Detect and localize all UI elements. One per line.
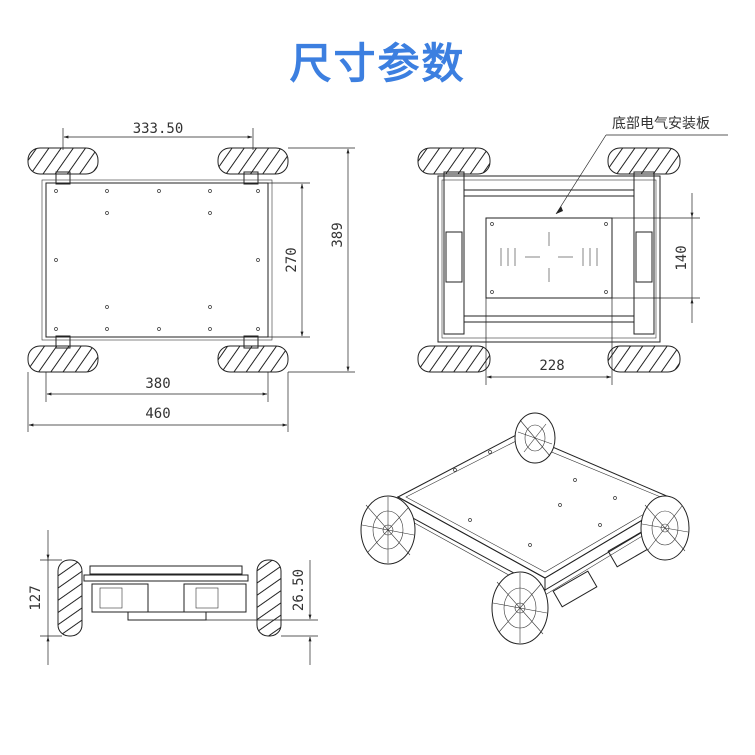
wheel-bottom-right bbox=[217, 345, 289, 373]
iso-wheel-left bbox=[360, 495, 416, 565]
electrical-plate bbox=[485, 217, 613, 299]
dim-label-plate-height: 140 bbox=[674, 245, 690, 270]
wheel-bottom-view-br bbox=[607, 345, 681, 373]
isometric-view bbox=[360, 412, 690, 645]
dim-label-outer-height: 389 bbox=[330, 222, 346, 247]
side-view: 127 26.50 bbox=[28, 530, 318, 665]
top-plate bbox=[45, 182, 269, 338]
wheel-side-right bbox=[256, 559, 282, 637]
dim-label-outer-width: 460 bbox=[145, 406, 170, 422]
dim-label-plate-width: 228 bbox=[539, 358, 564, 374]
dim-label-total-height: 127 bbox=[28, 585, 44, 610]
wheel-bottom-view-tl bbox=[417, 147, 491, 175]
wheel-bottom-view-bl bbox=[417, 345, 491, 373]
wheel-bottom-view-tr bbox=[607, 147, 681, 175]
dim-label-inner-width: 380 bbox=[145, 376, 170, 392]
dim-label-ground-clearance: 26.50 bbox=[291, 569, 307, 611]
bottom-view: 底部电气安装板 140 228 bbox=[417, 116, 728, 385]
page-title: 尺寸参数 bbox=[289, 39, 466, 88]
dim-label-top-width: 333.50 bbox=[133, 121, 184, 137]
wheel-side-left bbox=[57, 559, 83, 637]
top-view: 333.50 270 389 380 460 bbox=[27, 121, 355, 432]
callout-electrical-plate: 底部电气安装板 bbox=[612, 116, 710, 132]
iso-wheel-back bbox=[514, 412, 556, 464]
wheel-bottom-left bbox=[27, 345, 99, 373]
iso-wheel-right bbox=[640, 495, 690, 561]
wheel-top-right bbox=[217, 147, 289, 175]
iso-wheel-front bbox=[491, 571, 549, 645]
dim-label-inner-height: 270 bbox=[284, 247, 300, 272]
wheel-top-left bbox=[27, 147, 99, 175]
